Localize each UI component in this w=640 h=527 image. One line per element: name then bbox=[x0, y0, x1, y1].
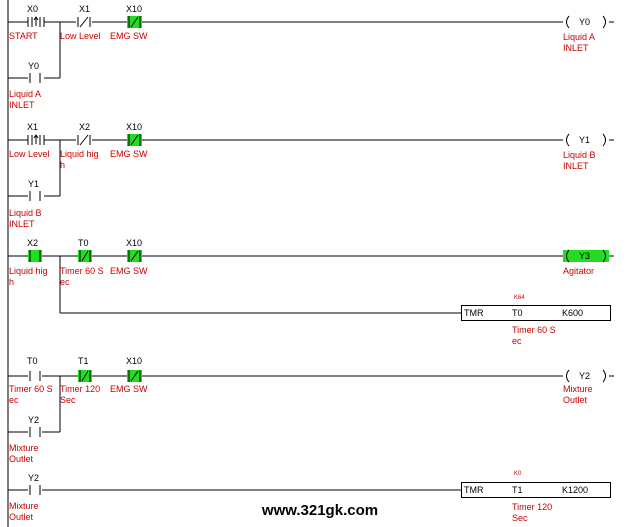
coil-y1[interactable] bbox=[566, 133, 606, 147]
contact-address-x1: X1 bbox=[79, 4, 91, 14]
contact-x10-nc-active[interactable] bbox=[127, 134, 142, 146]
rung-1 bbox=[8, 16, 614, 83]
timer-label-60-2: ec bbox=[512, 336, 522, 346]
timer-preset: K1200 bbox=[562, 485, 589, 495]
contact-address-x10: X10 bbox=[126, 122, 143, 132]
label-mixture-2: Outlet bbox=[9, 512, 34, 522]
coil-address-y0: Y0 bbox=[579, 17, 591, 27]
contact-x1-rising[interactable] bbox=[27, 134, 45, 145]
contact-address-x0: X0 bbox=[27, 4, 39, 14]
contact-address-x2: X2 bbox=[79, 122, 91, 132]
coil-address-y1: Y1 bbox=[579, 135, 591, 145]
label-timer-120-1: Timer 120 bbox=[60, 384, 101, 394]
contact-x10-nc-active[interactable] bbox=[127, 16, 142, 28]
timer-label-120-2: Sec bbox=[512, 513, 528, 523]
branch-label-liquid-b-2: INLET bbox=[9, 219, 35, 229]
contact-x10-nc-active[interactable] bbox=[127, 250, 142, 262]
timer-device: T1 bbox=[512, 485, 523, 495]
label-timer-120-2: Sec bbox=[60, 395, 76, 405]
timer-current-value: K0 bbox=[514, 471, 522, 477]
coil-label-mixture-1: Mixture bbox=[563, 384, 593, 394]
contact-address-y0: Y0 bbox=[28, 61, 40, 71]
contact-x10-nc-active[interactable] bbox=[127, 370, 142, 382]
coil-label-liquid-a-2: INLET bbox=[563, 43, 589, 53]
contact-address-y1: Y1 bbox=[28, 179, 40, 189]
contact-t1-nc-active[interactable] bbox=[78, 370, 92, 382]
label-emg-sw: EMG SW bbox=[110, 31, 148, 41]
timer-instruction-t1[interactable]: TMR T1 K1200 bbox=[461, 482, 611, 498]
coil-label-mixture-2: Outlet bbox=[563, 395, 588, 405]
rung-3 bbox=[8, 250, 614, 314]
branch-label-mixture-2: Outlet bbox=[9, 454, 34, 464]
contact-address-x1: X1 bbox=[27, 122, 39, 132]
timer-label-60-1: Timer 60 S bbox=[512, 325, 556, 335]
label-liquid-high-2: h bbox=[60, 160, 66, 170]
contact-address-y2: Y2 bbox=[28, 473, 40, 483]
label-low-level: Low Level bbox=[9, 149, 50, 159]
contact-address-x10: X10 bbox=[126, 4, 143, 14]
label-low-level: Low Level bbox=[60, 31, 101, 41]
rung-5 bbox=[8, 485, 461, 495]
contact-y0-no[interactable] bbox=[29, 73, 41, 83]
contact-address-x10: X10 bbox=[126, 356, 143, 366]
contact-x2-nc[interactable] bbox=[77, 134, 91, 146]
label-liquid-high-2: h bbox=[9, 277, 15, 287]
label-emg-sw: EMG SW bbox=[110, 149, 148, 159]
contact-y2-no[interactable] bbox=[29, 485, 41, 495]
label-liquid-high-1: Liquid hig bbox=[60, 149, 99, 159]
coil-label-liquid-b-2: INLET bbox=[563, 161, 589, 171]
contact-address-x2: X2 bbox=[27, 238, 39, 248]
contact-address-t0: T0 bbox=[27, 356, 38, 366]
coil-address-y2: Y2 bbox=[579, 371, 591, 381]
label-timer-60-1: Timer 60 S bbox=[9, 384, 53, 394]
contact-y1-no[interactable] bbox=[29, 191, 41, 201]
coil-label-liquid-b-1: Liquid B bbox=[563, 150, 596, 160]
label-timer-60-2: ec bbox=[60, 277, 70, 287]
coil-label-agitator: Agitator bbox=[563, 266, 595, 276]
label-timer-60-2: ec bbox=[9, 395, 19, 405]
timer-current-value: K64 bbox=[514, 295, 525, 301]
coil-y2[interactable] bbox=[566, 369, 606, 383]
contact-address-t1: T1 bbox=[78, 356, 89, 366]
branch-label-liquid-a-2: INLET bbox=[9, 100, 35, 110]
contact-x2-no-active[interactable] bbox=[28, 250, 42, 262]
label-liquid-high-1: Liquid hig bbox=[9, 266, 48, 276]
rung-2 bbox=[8, 134, 614, 201]
coil-address-y3: Y3 bbox=[579, 251, 591, 261]
contact-x0-rising[interactable] bbox=[27, 16, 45, 27]
timer-device: T0 bbox=[512, 308, 523, 318]
coil-label-liquid-a-1: Liquid A bbox=[563, 32, 596, 42]
timer-instruction-t0[interactable]: TMR T0 K600 bbox=[461, 305, 611, 321]
contact-address-x10: X10 bbox=[126, 238, 143, 248]
label-mixture-1: Mixture bbox=[9, 501, 39, 511]
label-timer-60-1: Timer 60 S bbox=[60, 266, 104, 276]
contact-x1-nc[interactable] bbox=[77, 16, 91, 28]
timer-preset: K600 bbox=[562, 308, 584, 318]
branch-label-liquid-b-1: Liquid B bbox=[9, 208, 42, 218]
timer-instr: TMR bbox=[464, 308, 484, 318]
contact-y2-no[interactable] bbox=[29, 427, 41, 437]
watermark: www.321gk.com bbox=[261, 502, 379, 519]
coil-y0[interactable] bbox=[566, 15, 606, 29]
label-emg-sw: EMG SW bbox=[110, 266, 148, 276]
branch-label-mixture-1: Mixture bbox=[9, 443, 39, 453]
coil-y3-active[interactable] bbox=[563, 249, 609, 263]
label-emg-sw: EMG SW bbox=[110, 384, 148, 394]
contact-t0-nc-active[interactable] bbox=[78, 250, 92, 262]
contact-address-y2: Y2 bbox=[28, 415, 40, 425]
label-start: START bbox=[9, 31, 38, 41]
contact-t0-no[interactable] bbox=[29, 371, 41, 381]
branch-label-liquid-a-1: Liquid A bbox=[9, 89, 42, 99]
rung-4 bbox=[8, 370, 614, 437]
timer-instr: TMR bbox=[464, 485, 484, 495]
timer-label-120-1: Timer 120 bbox=[512, 502, 553, 512]
contact-address-t0: T0 bbox=[78, 238, 89, 248]
